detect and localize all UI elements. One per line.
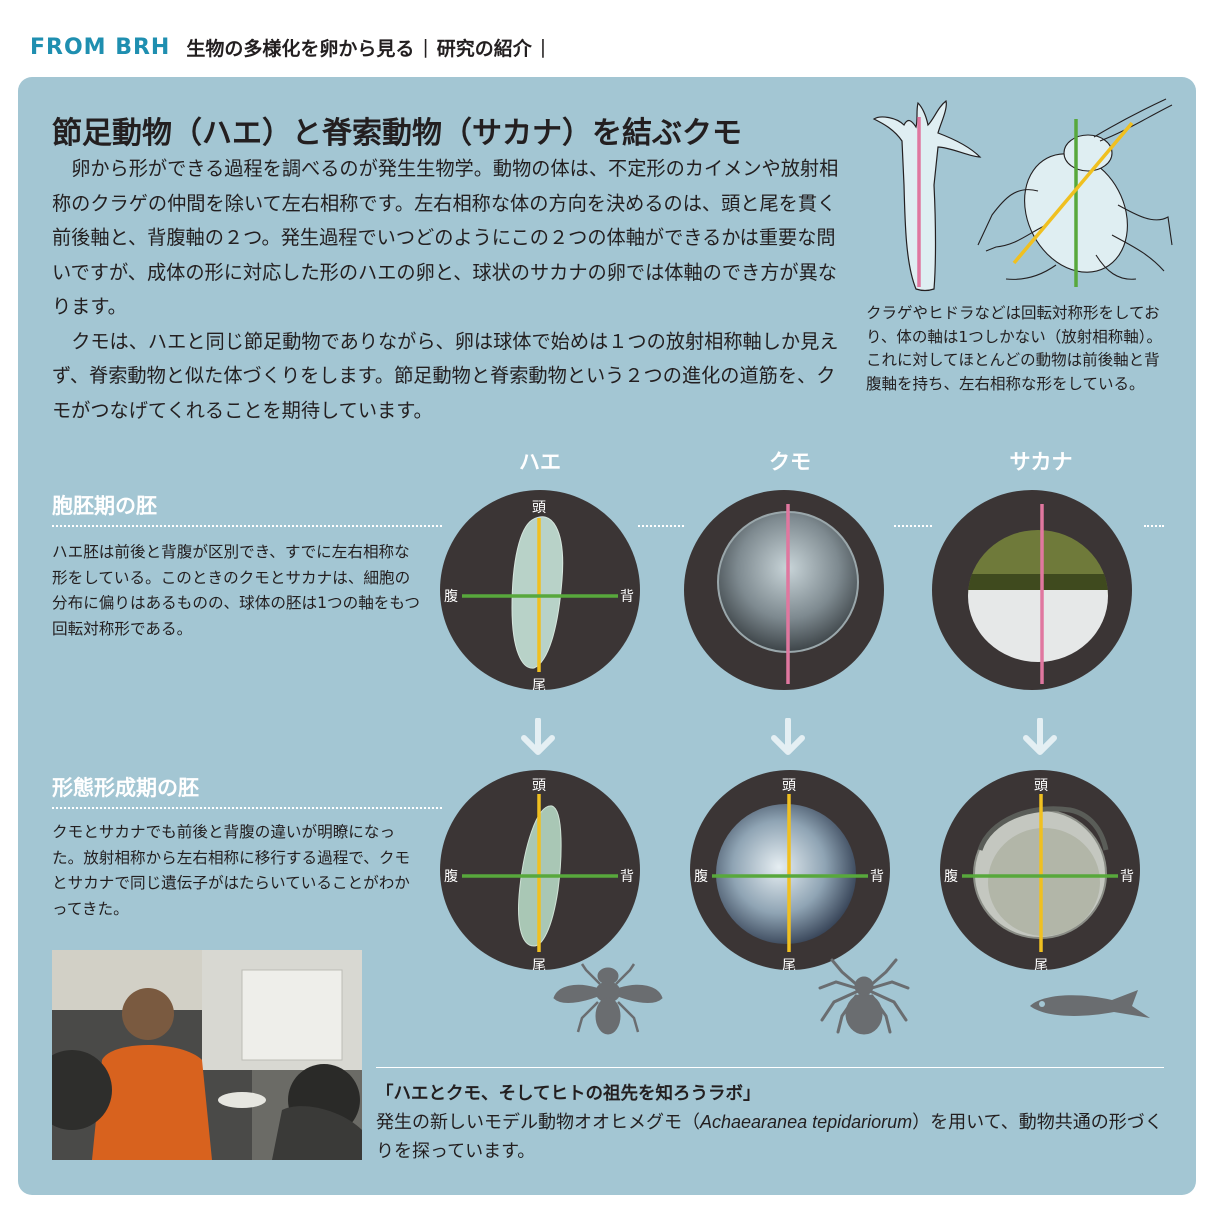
stage2-description: クモとサカナでも前後と背腹の違いが明瞭になった。放射相称から左右相称に移行する過…: [52, 823, 411, 918]
stage2-divider-left: [52, 807, 442, 809]
axis-dorsal-label: 背: [1120, 869, 1134, 885]
axis-head-label: 頭: [532, 500, 546, 516]
axis-ventral-label: 腹: [444, 588, 458, 605]
stage1-heading: 胞胚期の胚: [52, 494, 157, 518]
header-separator: |: [422, 36, 429, 58]
spider-icon: [818, 958, 910, 1035]
arrow-down-icon: [521, 718, 555, 755]
header-separator-end: |: [539, 36, 547, 58]
page-header: FROM BRH 生物の多様化を卵から見る | 研究の紹介 |: [30, 32, 554, 62]
lab-description: 発生の新しいモデル動物オオヒメグモ（Achaearanea tepidarior…: [376, 1108, 1176, 1166]
section-title: 研究の紹介: [436, 37, 532, 60]
arrow-down-icon: [1023, 718, 1057, 755]
lab-photo: [52, 950, 362, 1160]
axis-tail-label: 尾: [532, 958, 546, 970]
series-title: 生物の多様化を卵から見る: [186, 37, 415, 60]
stage1-divider-right: [1144, 525, 1164, 527]
column-label-spider: クモ: [769, 450, 811, 474]
axis-head-label: 頭: [782, 778, 796, 794]
brand-label: FROM BRH: [30, 34, 171, 60]
spider-morphogenesis-image: 頭 尾 腹 背: [690, 770, 890, 970]
fish-blastula-image: [932, 490, 1132, 690]
lab-description-start: 発生の新しいモデル動物オオヒメグモ（: [376, 1112, 700, 1133]
stage1-description: ハエ胚は前後と背腹が区別でき、すでに左右相称な形をしている。このときのクモとサカ…: [52, 543, 420, 638]
body-axis-illustration: [872, 98, 1173, 292]
stage2-heading: 形態形成期の胚: [52, 776, 199, 800]
axis-ventral-label: 腹: [444, 868, 458, 885]
lab-description-end: ）を用いて、動物共通の形づくりを探っています。: [376, 1112, 1163, 1162]
hydra-illustration: [872, 99, 982, 292]
fly-icon: [553, 963, 663, 1035]
axis-tail-label: 尾: [532, 678, 546, 690]
fly-blastula-image: 頭 尾 腹 背: [440, 490, 640, 690]
fish-icon: [1030, 990, 1150, 1018]
species-name: Achaearanea tepidariorum: [700, 1112, 913, 1132]
axis-head-label: 頭: [1034, 778, 1048, 794]
stage1-divider-left: [52, 525, 442, 527]
stage1-divider-mid1: [638, 525, 684, 527]
axis-ventral-label: 腹: [694, 868, 708, 885]
fish-morphogenesis-image: 頭 尾 腹 背: [940, 770, 1140, 970]
column-label-fly: ハエ: [519, 450, 561, 474]
stage1-divider-mid2: [894, 525, 932, 527]
intro-paragraph-1: 卵から形ができる過程を調べるのが発生生物学。動物の体は、不定形のカイメンや放射相…: [52, 157, 839, 318]
axis-ventral-label: 腹: [944, 868, 958, 885]
lab-divider: [376, 1067, 1164, 1068]
article-title: 節足動物（ハエ）と脊索動物（サカナ）を結ぶクモ: [52, 116, 742, 151]
intro-paragraph-2: クモは、ハエと同じ節足動物でありながら、卵は球体で始めは１つの放射相称軸しか見え…: [52, 329, 839, 422]
spider-blastula-image: [684, 490, 884, 690]
axis-tail-label: 尾: [782, 958, 796, 970]
column-label-fish: サカナ: [1009, 450, 1073, 474]
axis-dorsal-label: 背: [870, 869, 884, 885]
illustration-caption: クラゲやヒドラなどは回転対称形をしており、体の軸は1つしかない（放射相称軸）。こ…: [866, 304, 1162, 393]
arrow-down-icon: [771, 718, 805, 755]
axis-dorsal-label: 背: [620, 869, 634, 885]
axis-tail-label: 尾: [1034, 958, 1048, 970]
fly-morphogenesis-image: 頭 尾 腹 背: [440, 770, 640, 970]
axis-dorsal-label: 背: [620, 589, 634, 605]
intro-text: 卵から形ができる過程を調べるのが発生生物学。動物の体は、不定形のカイメンや放射相…: [52, 152, 852, 428]
lab-name: 「ハエとクモ、そしてヒトの祖先を知ろうラボ」: [376, 1084, 761, 1104]
axis-head-label: 頭: [532, 778, 546, 794]
